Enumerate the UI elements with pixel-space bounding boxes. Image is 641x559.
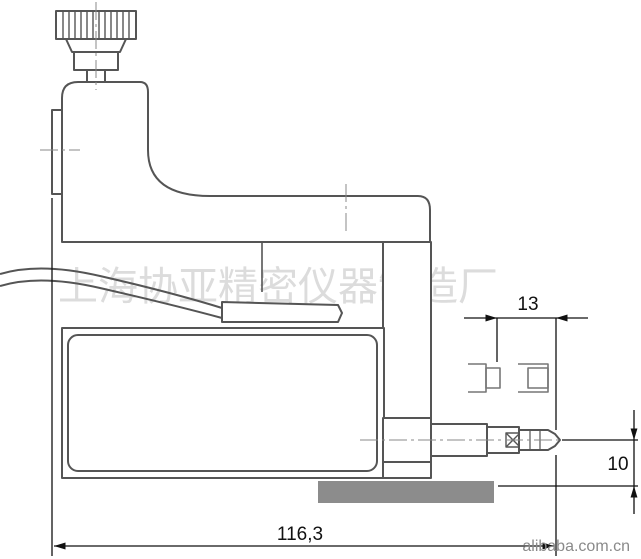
arm-housing <box>61 81 431 243</box>
dimension-lines <box>51 198 638 556</box>
side-clip <box>51 109 63 195</box>
tip-height-label: 10 <box>607 454 628 475</box>
source-watermark: alibaba.com.cn <box>522 538 630 555</box>
base-plate <box>318 481 494 503</box>
display-window <box>67 334 378 472</box>
cable-connector <box>221 301 343 323</box>
center-lines <box>40 2 570 441</box>
overall-length-label: 116,3 <box>277 524 323 545</box>
support-column <box>382 241 432 419</box>
probe-assembly <box>382 417 561 479</box>
tip-length-label: 13 <box>517 294 538 315</box>
gauge-body <box>0 10 561 479</box>
retracted-tip-outline <box>468 363 549 393</box>
